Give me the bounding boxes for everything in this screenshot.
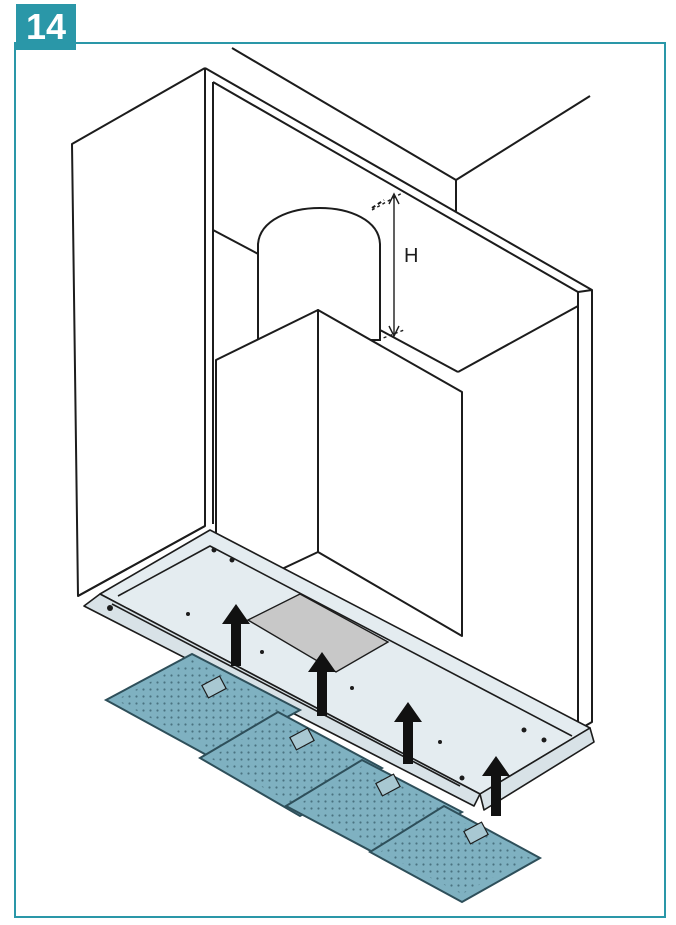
up-arrow-icon [308,652,336,716]
height-dimension [371,191,405,341]
step-number-badge: 14 [16,4,76,50]
up-arrow-icon [222,604,250,666]
grease-filter-4 [368,804,543,904]
exhaust-duct [257,199,385,341]
figure-frame [14,42,666,918]
up-arrow-icon [394,702,422,764]
chimney-cover [215,309,463,637]
up-arrow-icon [482,756,510,816]
motor-cover-plate [246,593,390,673]
height-label: H [404,245,418,267]
wall-lines [231,47,591,212]
wall-cabinet [71,67,593,731]
